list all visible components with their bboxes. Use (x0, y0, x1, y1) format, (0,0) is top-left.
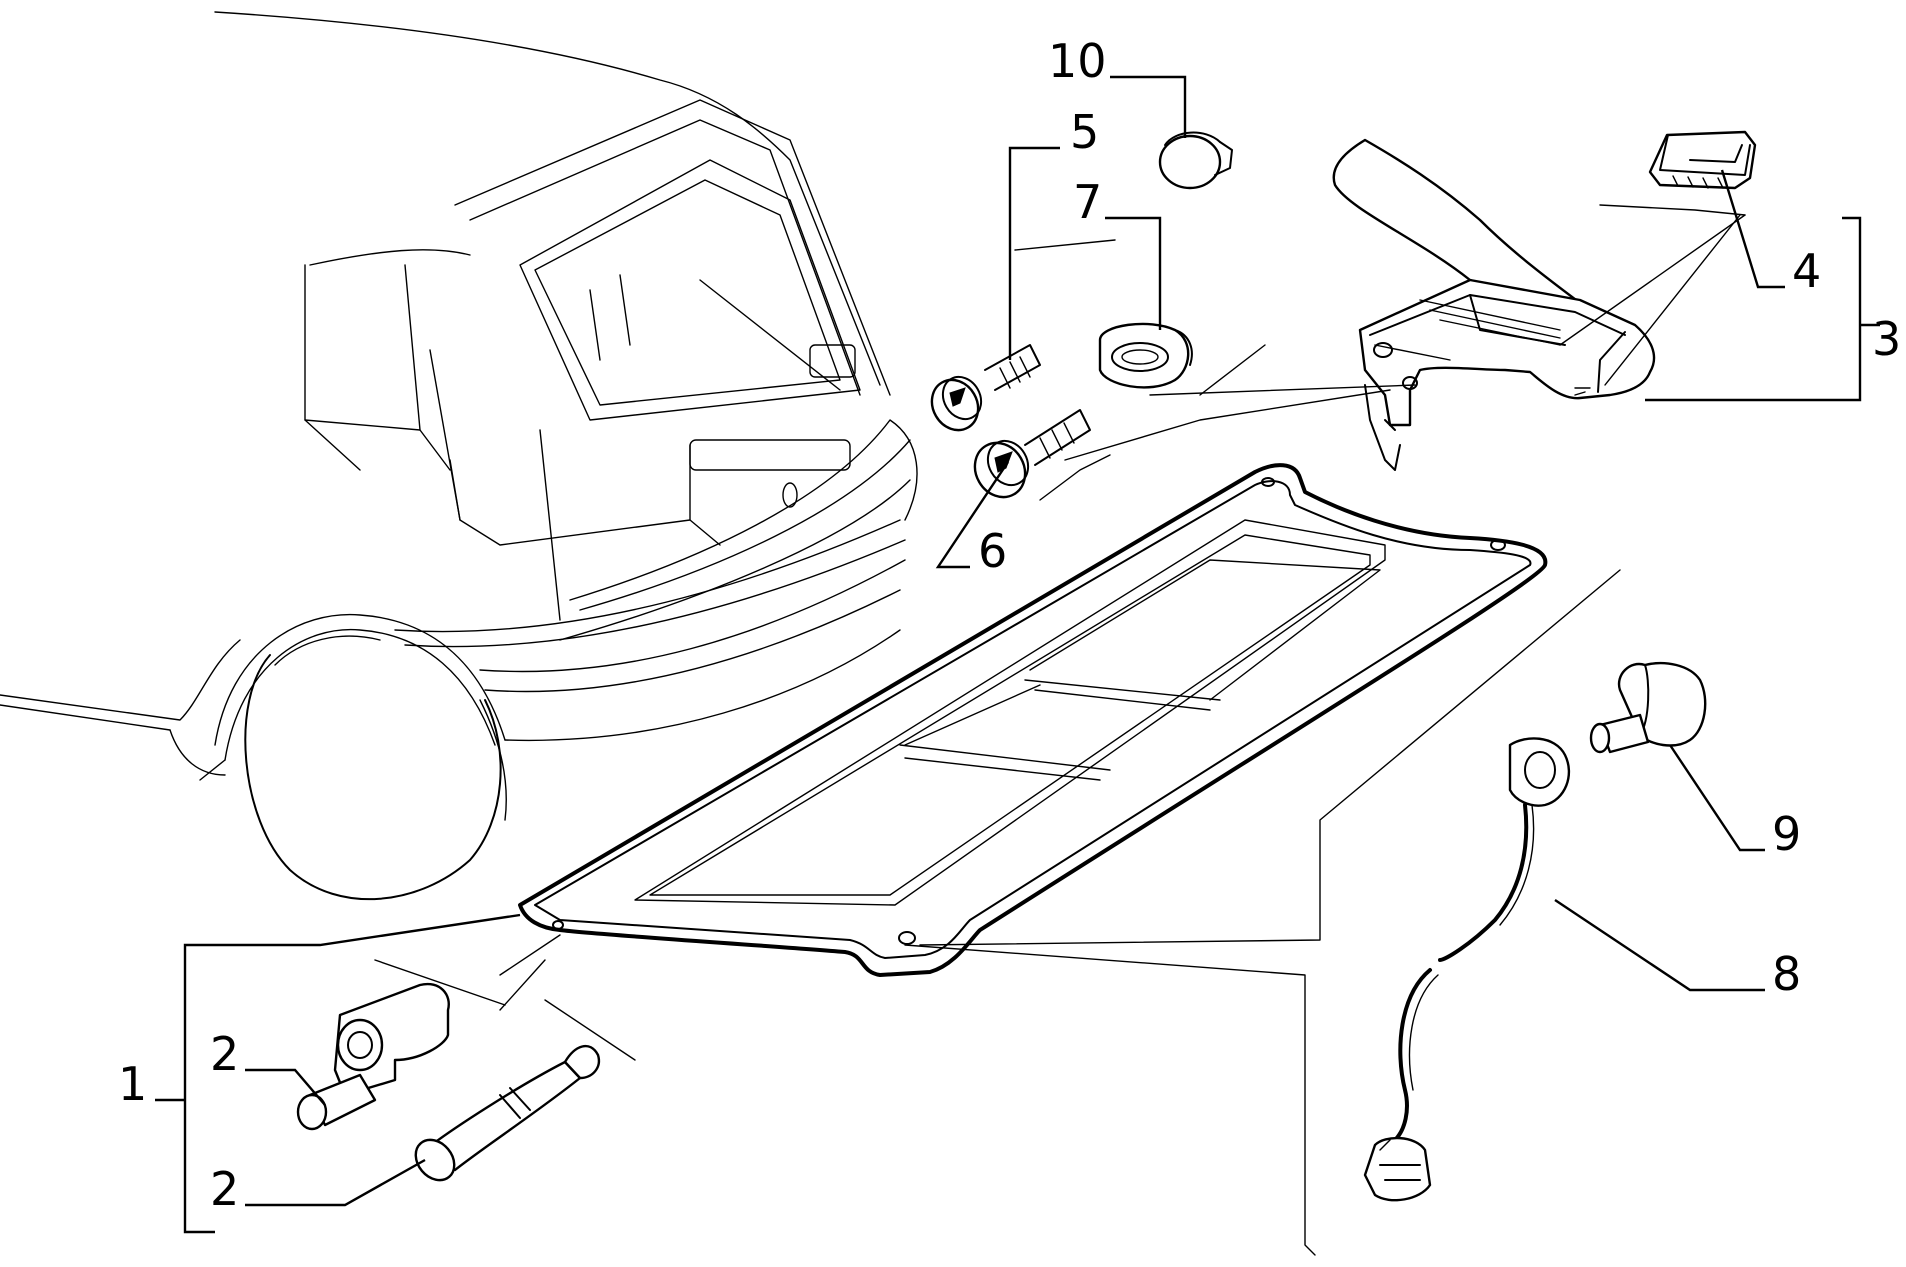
parcel-shelf (518, 463, 1548, 977)
cable-part-8 (1363, 737, 1571, 1202)
hinge-bracket (1332, 138, 1656, 471)
bump-stop-part-9 (1589, 661, 1707, 754)
callout-5: 5 (1070, 105, 1099, 159)
screw-part-5 (930, 344, 1041, 432)
plug-part-7 (1098, 322, 1193, 389)
pivot-pin-upper (296, 982, 450, 1131)
rubber-buffer (1648, 130, 1757, 190)
clip-part-10 (1158, 131, 1233, 190)
callout-3: 3 (1872, 312, 1901, 366)
pivot-pin-lower (414, 1044, 601, 1182)
callout-1: 1 (118, 1057, 147, 1111)
callout-6: 6 (978, 524, 1007, 578)
screw-part-6 (973, 409, 1091, 499)
callout-2-upper: 2 (210, 1027, 239, 1081)
car-rear-drawing (0, 11, 918, 901)
callout-labels: 10 5 7 6 4 3 9 8 1 2 2 (118, 34, 1901, 1216)
callout-9: 9 (1772, 807, 1801, 861)
callout-2-lower: 2 (210, 1162, 239, 1216)
leader-lines (155, 75, 1880, 1256)
callout-10: 10 (1048, 34, 1107, 88)
callout-8: 8 (1772, 947, 1801, 1001)
callout-7: 7 (1073, 175, 1102, 229)
callout-4: 4 (1792, 244, 1821, 298)
